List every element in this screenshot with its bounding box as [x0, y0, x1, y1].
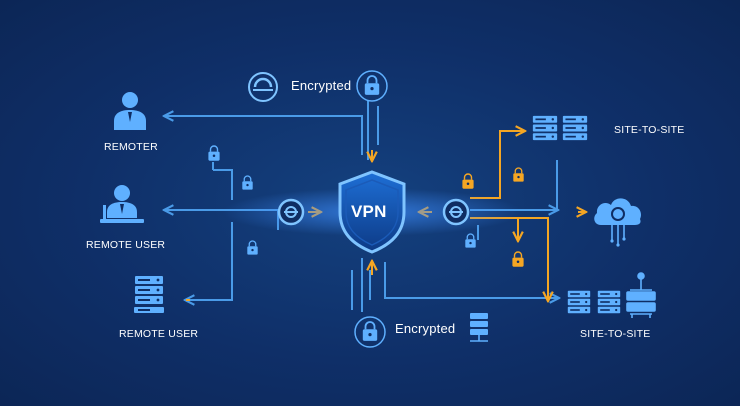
right-hub-node-icon: [442, 198, 470, 226]
padlock-orange-icon: [511, 251, 525, 268]
padlock-icon: [464, 233, 477, 249]
left-hub-node-icon: [277, 198, 305, 226]
server-icon: [134, 276, 164, 313]
site-to-site-bottom-label: SITE-TO-SITE: [580, 328, 651, 340]
encrypted-label-bottom: Encrypted: [395, 321, 456, 336]
encrypted-node-top-icon: [248, 72, 278, 102]
site-to-site-bottom-servers-icon: [567, 290, 621, 314]
remote-user-server-label: REMOTE USER: [119, 328, 199, 340]
encrypted-top-lock-icon: [356, 70, 388, 102]
network-node-icon: [626, 272, 656, 318]
encrypted-label-top: Encrypted: [291, 78, 352, 93]
user-laptop-icon: [100, 185, 144, 223]
vpn-shield-icon: [338, 170, 406, 254]
vpn-label: VPN: [351, 202, 387, 221]
padlock-icon: [207, 145, 221, 162]
remoter-label: REMOTER: [104, 141, 158, 153]
site-to-site-top-servers-icon: [532, 115, 588, 141]
rack-icon: [470, 313, 488, 342]
padlock-orange-icon: [461, 173, 475, 190]
encrypted-bottom-lock-icon: [354, 316, 386, 348]
cloud-icon: [594, 198, 641, 247]
user-icon: [114, 92, 146, 130]
padlock-orange-icon: [512, 167, 525, 183]
padlock-icon: [241, 175, 254, 191]
remote-user-label: REMOTE USER: [86, 239, 166, 251]
site-to-site-top-label: SITE-TO-SITE: [614, 124, 685, 136]
padlock-icon: [246, 240, 259, 256]
